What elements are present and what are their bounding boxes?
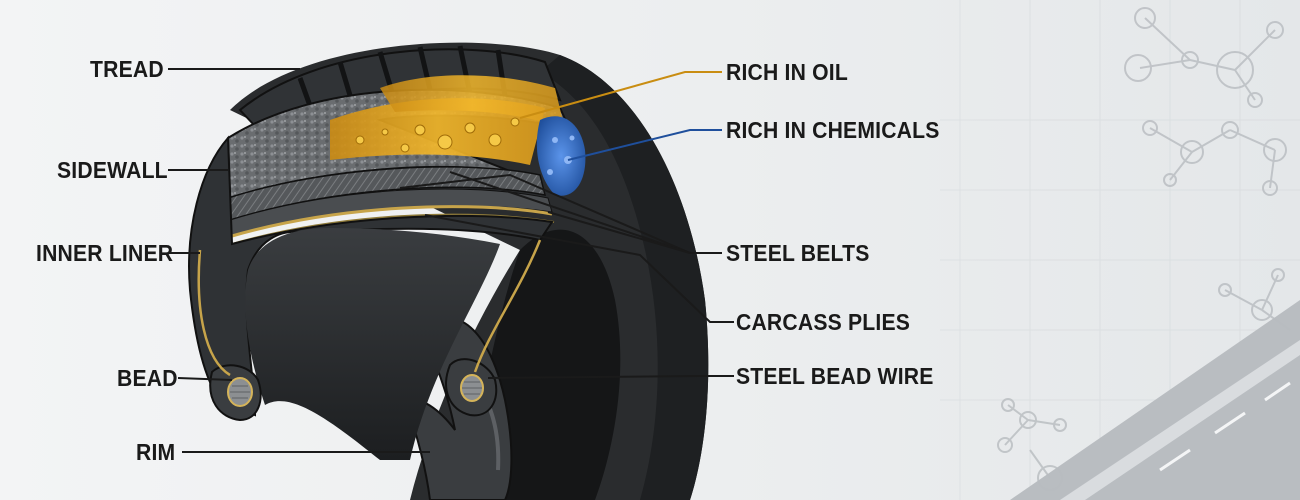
label-sidewall: SIDEWALL — [57, 157, 168, 183]
leader-lines — [168, 68, 734, 453]
molecule-decoration-bottom — [997, 268, 1291, 491]
label-rim: RIM — [136, 439, 176, 465]
road-background — [1010, 300, 1300, 500]
label-bead: BEAD — [117, 365, 178, 391]
label-steel-bead-wire: STEEL BEAD WIRE — [736, 363, 934, 389]
label-rich-in-oil: RICH IN OIL — [726, 59, 848, 85]
label-inner-liner: INNER LINER — [36, 240, 174, 266]
tire-body — [188, 42, 709, 500]
molecule-decoration-top — [1124, 7, 1287, 196]
label-steel-belts: STEEL BELTS — [726, 240, 870, 266]
label-tread: TREAD — [90, 56, 164, 82]
label-carcass-plies: CARCASS PLIES — [736, 309, 911, 335]
label-rich-in-chemicals: RICH IN CHEMICALS — [726, 117, 940, 143]
